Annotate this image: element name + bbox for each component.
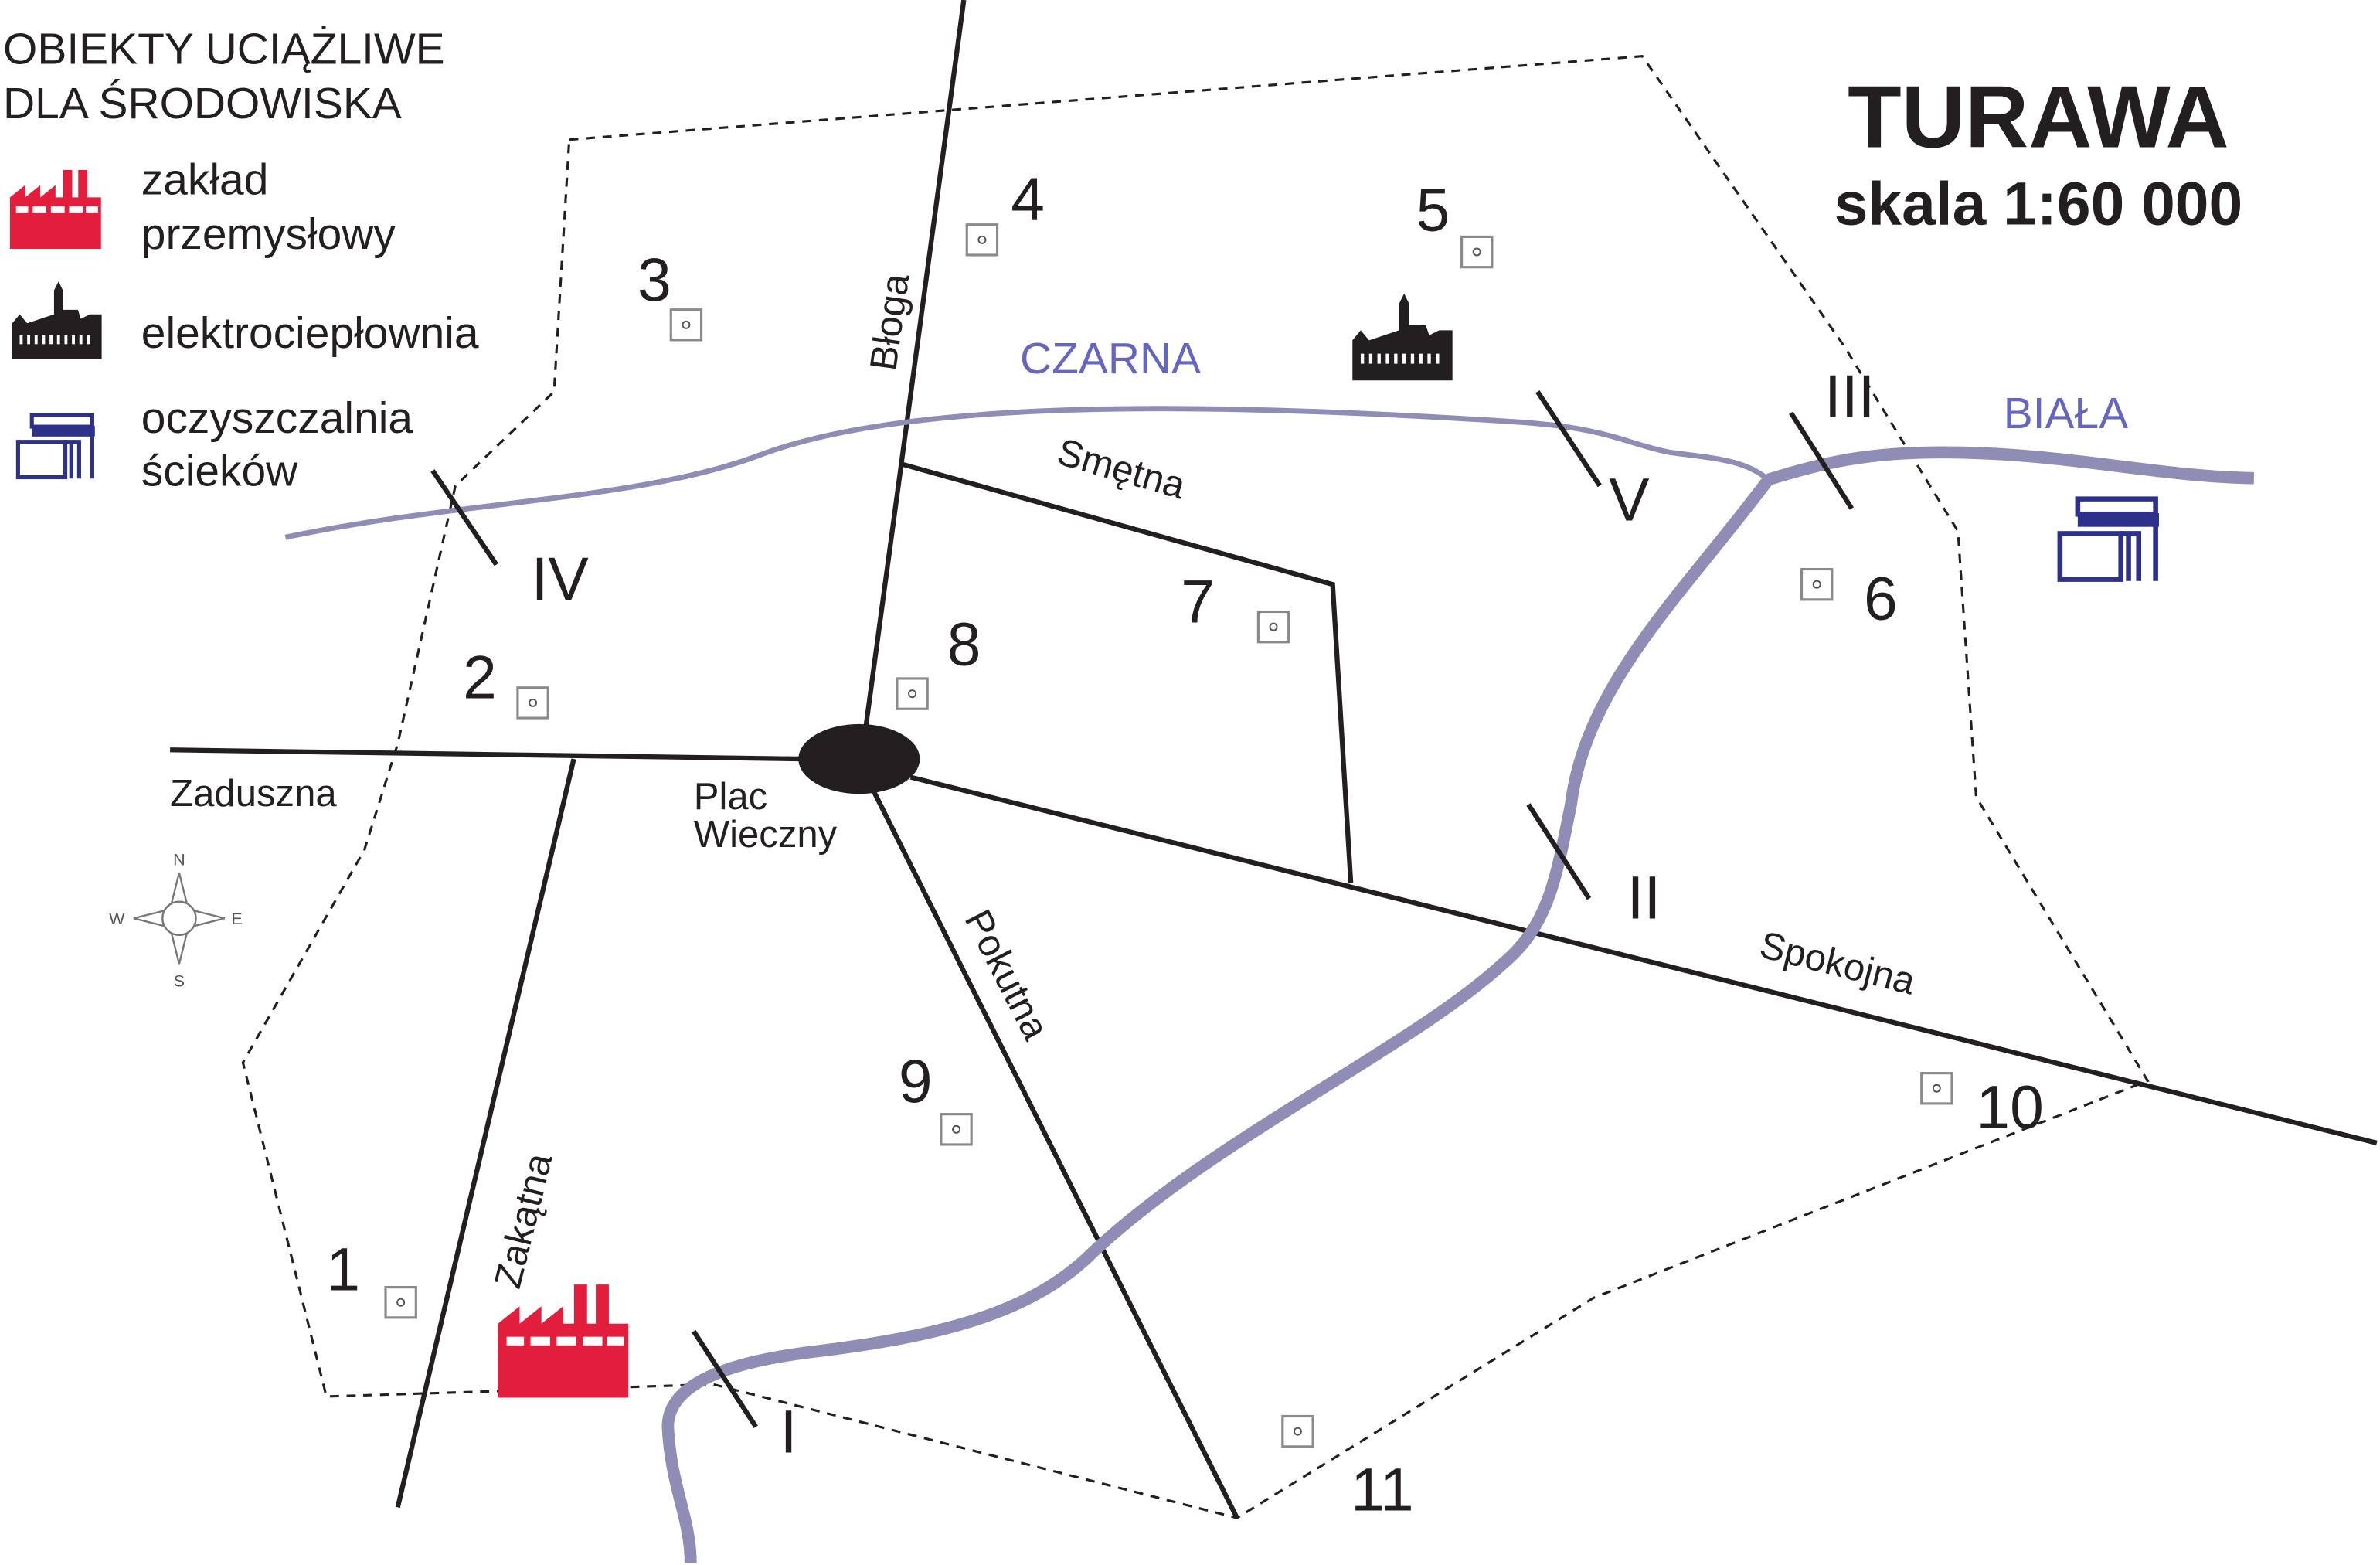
legend-sewage-label-1: oczyszczalnia: [141, 393, 413, 443]
point-1-label: 1: [326, 1235, 360, 1303]
street-label-plac-2: Wieczny: [694, 814, 838, 856]
road-smetna: [902, 461, 1354, 884]
legend-factory-icon: [9, 169, 101, 250]
point-5-marker[interactable]: [1460, 235, 1494, 269]
compass-e: E: [231, 909, 242, 928]
crossing-marker-i: [692, 1329, 758, 1428]
street-label-smetna: Smętna: [1052, 431, 1190, 508]
street-label-pokutna: Pokutna: [957, 903, 1057, 1047]
sewage-plant-icon[interactable]: [2060, 499, 2159, 581]
gmina-boundary: [241, 55, 2150, 1519]
factory-icon[interactable]: [498, 1284, 629, 1398]
point-7-marker[interactable]: [1256, 610, 1290, 644]
road-zakatna: [395, 758, 576, 1509]
compass-n: N: [173, 850, 185, 869]
river-biala: [1766, 446, 2254, 486]
point-9-label: 9: [899, 1047, 933, 1115]
street-label-plac-1: Plac: [694, 776, 768, 818]
legend: OBIEKTY UCIĄŻLIWE DLA ŚRODOWISKA zakład …: [3, 24, 479, 495]
road-zaduszna: [170, 747, 805, 762]
point-4-label: 4: [1011, 165, 1045, 233]
roads: [170, 0, 2378, 1519]
legend-factory-label-2: przemysłowy: [141, 209, 396, 259]
point-8-marker[interactable]: [896, 677, 929, 710]
point-11-label: 11: [1351, 1455, 1414, 1523]
point-11-marker[interactable]: [1281, 1414, 1314, 1448]
road-spokojna: [910, 774, 2378, 1146]
crossing-label-v: V: [1609, 466, 1650, 534]
point-7-label: 7: [1181, 567, 1215, 635]
point-4-marker[interactable]: [965, 223, 999, 257]
legend-factory-label-1: zakład: [141, 155, 269, 204]
point-2-label: 2: [463, 643, 497, 711]
plac-wieczny-marker[interactable]: [798, 723, 920, 794]
river-label-czarna: CZARNA: [1020, 334, 1201, 383]
river-main: [661, 475, 1773, 1564]
crossing-marker-iii: [1789, 411, 1855, 510]
compass-rose: N S E W: [109, 850, 243, 991]
river-label-biala: BIAŁA: [2004, 389, 2128, 438]
point-3-label: 3: [638, 246, 672, 314]
compass-s: S: [174, 971, 185, 991]
point-3-marker[interactable]: [669, 308, 703, 342]
map-scale: skala 1:60 000: [1834, 170, 2242, 238]
crossing-label-i: I: [780, 1398, 797, 1466]
river-czarna: [284, 406, 1770, 540]
point-8-label: 8: [947, 610, 981, 678]
point-10-marker[interactable]: [1920, 1072, 1953, 1105]
legend-heading-1: OBIEKTY UCIĄŻLIWE: [3, 24, 445, 73]
crossing-marker-v: [1535, 390, 1602, 488]
legend-power-plant-icon: [12, 281, 102, 359]
crossing-label-iii: III: [1824, 362, 1875, 430]
street-label-zakatna: Zakątna: [487, 1148, 560, 1292]
crossing-marker-iv: [430, 469, 499, 566]
legend-sewage-plant-icon: [18, 415, 94, 478]
legend-sewage-label-2: ścieków: [141, 447, 298, 496]
road-bloga: [862, 0, 967, 733]
point-5-label: 5: [1416, 176, 1450, 244]
street-label-bloga: Błoga: [862, 270, 917, 373]
power-plant-icon[interactable]: [1352, 293, 1453, 381]
point-6-marker[interactable]: [1800, 567, 1834, 601]
measurement-points: 1 2 3 4 5 6 7 8 9 10 11: [326, 165, 2043, 1523]
road-pokutna: [870, 788, 1239, 1519]
point-2-marker[interactable]: [516, 686, 549, 720]
crossing-marker-ii: [1526, 803, 1592, 900]
street-label-spokojna: Spokojna: [1756, 924, 1919, 1003]
legend-heading-2: DLA ŚRODOWISKA: [3, 78, 402, 128]
point-9-marker[interactable]: [940, 1113, 973, 1146]
street-label-zaduszna: Zaduszna: [170, 773, 337, 815]
crossing-label-ii: II: [1627, 863, 1661, 931]
point-6-label: 6: [1864, 564, 1898, 632]
point-1-marker[interactable]: [384, 1285, 417, 1319]
legend-power-plant-label: elektrociepłownia: [141, 308, 479, 358]
point-10-label: 10: [1976, 1073, 2043, 1141]
crossing-label-iv: IV: [532, 545, 590, 613]
compass-w: W: [109, 909, 125, 928]
map-title: TURAWA: [1848, 69, 2229, 167]
